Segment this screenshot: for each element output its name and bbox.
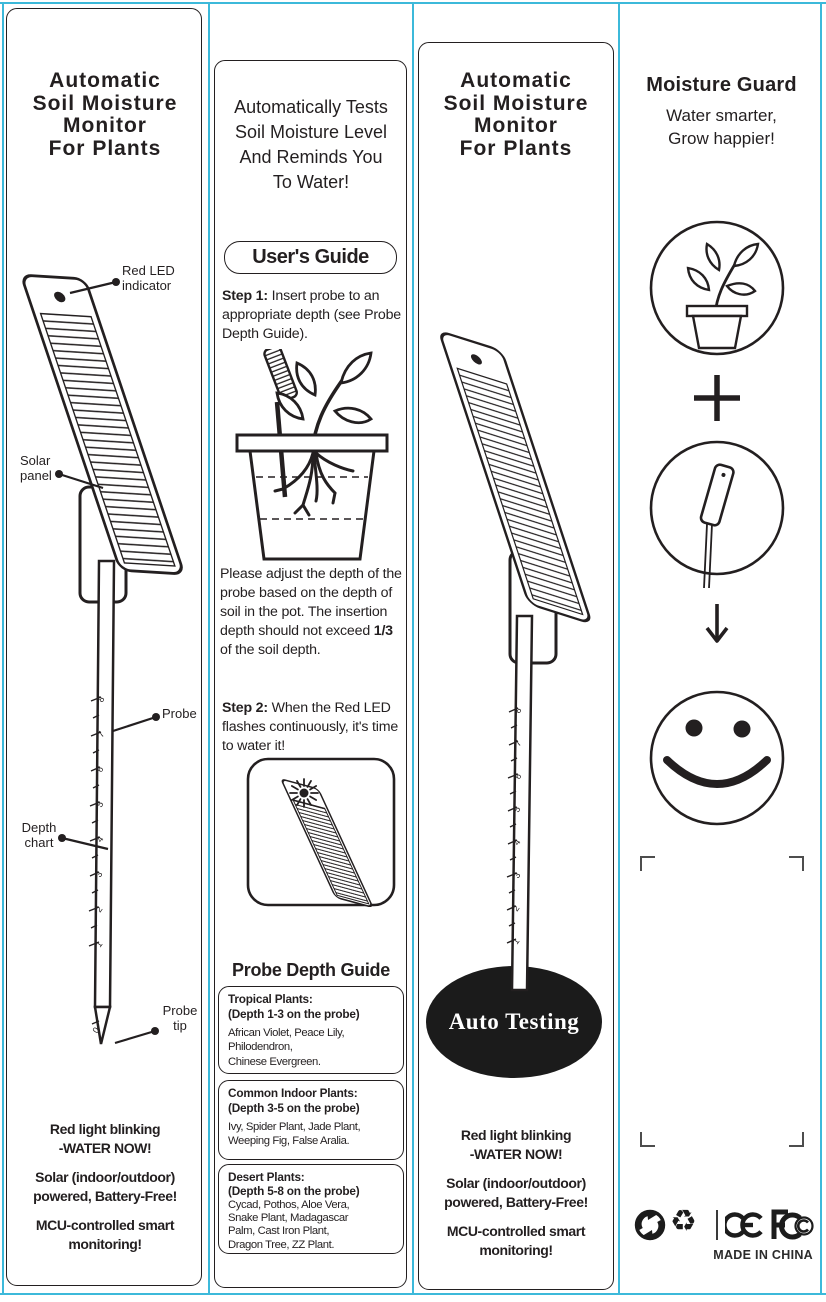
cert-divider	[716, 1210, 718, 1240]
adjust-depth-text: Please adjust the depth of the probe bas…	[220, 566, 402, 658]
callout-depth-chart: Depth chart	[21, 820, 57, 850]
corner-mark-top-left	[640, 856, 655, 871]
svg-text:8: 8	[95, 694, 106, 704]
tagline: Water smarter, Grow happier!	[666, 106, 777, 148]
roots	[273, 451, 355, 517]
step1-text: Step 1: Insert probe to an appropriate d…	[222, 288, 401, 342]
feature-solar: Solar (indoor/outdoor) powered, Battery-…	[33, 1169, 177, 1204]
cut-line-left	[2, 2, 4, 1295]
corner-mark-bottom-left	[640, 1132, 655, 1147]
fcc-mark-icon	[771, 1209, 814, 1240]
made-in-china-label: MADE IN CHINA	[713, 1248, 813, 1262]
svg-text:2: 2	[510, 903, 521, 913]
brand-name: Moisture Guard	[646, 74, 797, 96]
feature-water-now: Red light blinking -WATER NOW!	[460, 1127, 572, 1162]
callout-probe-tip: Probe tip	[162, 1003, 198, 1033]
monitor-device-icon	[649, 440, 785, 589]
feature-list: Red light blinking -WATER NOW! Solar (in…	[2, 1120, 208, 1264]
panel-users-guide: Automatically Tests Soil Moisture Level …	[209, 0, 413, 1302]
guide-box-heading: Tropical Plants: (Depth 1-3 on the probe…	[228, 992, 360, 1021]
pot-plant-probe-icon	[235, 349, 389, 561]
feature-mcu: MCU-controlled smart monitoring!	[35, 1217, 175, 1252]
leaves	[275, 351, 374, 425]
svg-text:4: 4	[511, 837, 522, 847]
feature-water-now: Red light blinking -WATER NOW!	[49, 1121, 161, 1156]
panel-brand: Moisture Guard Water smarter, Grow happi…	[617, 0, 826, 1302]
svg-text:7: 7	[95, 729, 106, 739]
feature-solar: Solar (indoor/outdoor) powered, Battery-…	[444, 1175, 588, 1210]
auto-testing-label: Auto Testing	[448, 1009, 580, 1034]
guide-box-heading: Desert Plants: (Depth 5-8 on the probe)	[228, 1170, 360, 1198]
svg-text:3: 3	[511, 870, 522, 880]
cut-line-div3	[618, 2, 620, 1295]
callout-red-led: Red LED indicator	[122, 263, 175, 293]
corner-mark-bottom-right	[789, 1132, 804, 1147]
ce-mark-icon	[725, 1212, 763, 1238]
svg-text:6: 6	[94, 764, 105, 774]
blinking-led-icon	[246, 757, 396, 907]
plus-icon	[694, 375, 740, 421]
users-guide-heading: User's Guide	[224, 241, 397, 274]
step2-label: Step 2:	[222, 700, 268, 716]
recycle-icon: ♻	[670, 1204, 697, 1239]
led-dot	[299, 788, 309, 798]
plant-pot-icon	[649, 220, 785, 356]
step1-label: Step 1:	[222, 288, 268, 304]
depth-scale	[506, 707, 519, 944]
panel-auto-testing: Automatic Soil Moisture Monitor For Plan…	[413, 0, 619, 1302]
corner-mark-top-right	[789, 856, 804, 871]
svg-text:6: 6	[512, 771, 523, 781]
pot-body	[248, 449, 376, 561]
panel2-border	[214, 60, 407, 1288]
green-dot-icon	[634, 1209, 666, 1241]
svg-text:8: 8	[512, 705, 523, 715]
svg-text:3: 3	[93, 869, 104, 879]
panel-front: Automatic Soil Moisture Monitor For Plan…	[2, 0, 208, 1302]
svg-text:7: 7	[512, 738, 523, 748]
led-rays	[289, 778, 319, 808]
depth-scale	[88, 696, 102, 1025]
svg-text:5: 5	[94, 799, 105, 809]
cut-line-div2	[412, 2, 414, 1295]
panel3-border	[418, 42, 614, 1290]
step2-text: Step 2: When the Red LED flashes continu…	[222, 700, 399, 754]
guide-box-heading: Common Indoor Plants: (Depth 3-5 on the …	[228, 1086, 360, 1115]
svg-text:5: 5	[511, 804, 522, 814]
device-illustration-icon: 8 7 6 5 4 3 2 1	[437, 329, 594, 992]
feature-list: Red light blinking -WATER NOW! Solar (in…	[413, 1126, 619, 1270]
product-title: Automatic Soil Moisture Monitor For Plan…	[32, 69, 178, 160]
intro-text: Automatically Tests Soil Moisture Level …	[234, 97, 388, 192]
probe-depth-guide-title: Probe Depth Guide	[232, 960, 390, 980]
smiley-icon	[649, 690, 785, 826]
leader-lines	[58, 280, 157, 1045]
svg-text:0: 0	[90, 1025, 101, 1035]
svg-text:2: 2	[93, 904, 104, 914]
down-arrow-icon	[705, 604, 729, 643]
guide-box-indoor: Common Indoor Plants: (Depth 3-5 on the …	[218, 1080, 404, 1160]
cut-line-div1	[208, 2, 210, 1295]
svg-text:1: 1	[510, 936, 521, 946]
svg-text:1: 1	[93, 939, 104, 949]
guide-box-plants: African Violet, Peace Lily, Philodendron…	[228, 1027, 345, 1068]
callout-solar-panel: Solar panel	[20, 453, 52, 483]
guide-box-desert: Desert Plants: (Depth 5-8 on the probe) …	[218, 1164, 404, 1254]
device-illustration-icon: 8 7 6 5 4 3 2 1 0	[19, 273, 186, 1045]
guide-box-tropical: Tropical Plants: (Depth 1-3 on the probe…	[218, 986, 404, 1074]
callout-probe: Probe	[162, 706, 197, 721]
feature-mcu: MCU-controlled smart monitoring!	[446, 1223, 586, 1258]
svg-text:4: 4	[94, 834, 105, 844]
panel1-border	[6, 8, 202, 1286]
guide-box-plants: Ivy, Spider Plant, Jade Plant, Weeping F…	[228, 1121, 361, 1148]
cut-line-right	[820, 2, 822, 1295]
product-title: Automatic Soil Moisture Monitor For Plan…	[443, 69, 589, 160]
guide-box-plants: Cycad, Pothos, Aloe Vera, Snake Plant, M…	[228, 1199, 350, 1251]
pot-rim	[235, 433, 389, 453]
